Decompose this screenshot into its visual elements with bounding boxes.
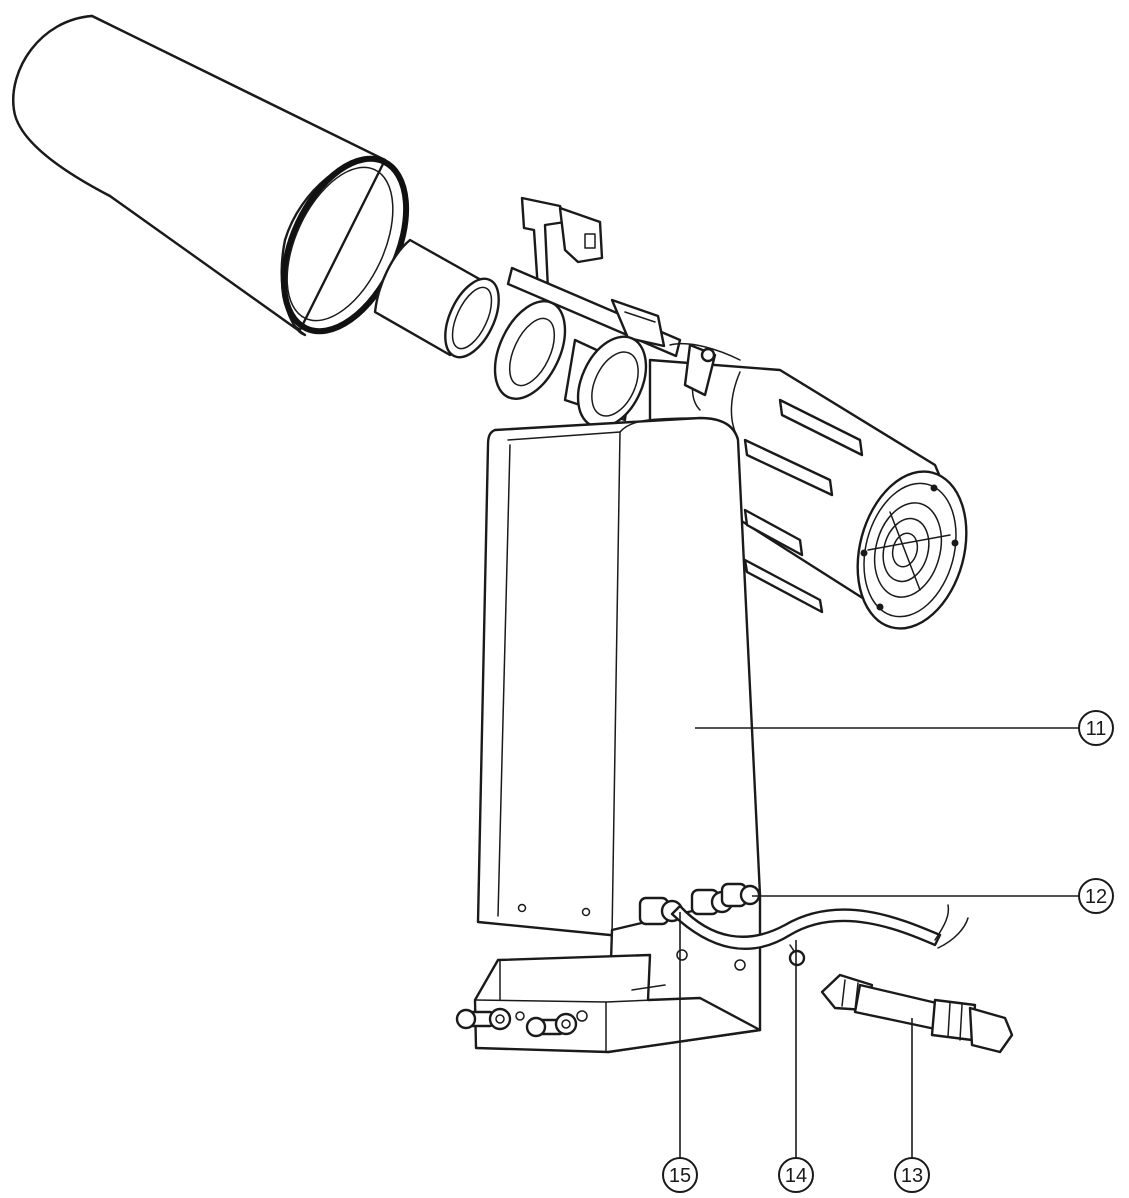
inner-barrel [373, 238, 500, 359]
sun-shield-tube [12, 14, 410, 337]
callout-label-13: 13 [901, 1165, 923, 1187]
seal-ring [493, 299, 567, 401]
callout-label-14: 14 [785, 1165, 807, 1187]
pedestal-housing [476, 416, 762, 938]
leader-lines [679, 727, 1079, 1158]
mounting-screws [455, 1007, 578, 1038]
callout-label-12: 12 [1085, 886, 1107, 908]
lens-flange [563, 335, 648, 429]
callout-13: 13 [894, 1157, 930, 1193]
power-cable [670, 904, 969, 967]
callout-label-15: 15 [669, 1165, 691, 1187]
mount-bracket [506, 196, 682, 358]
callout-label-11: 11 [1086, 718, 1107, 740]
callout-12: 12 [1078, 878, 1114, 914]
callout-15: 15 [662, 1157, 698, 1193]
cable-glands [638, 882, 761, 926]
callout-14: 14 [778, 1157, 814, 1193]
callout-11: 11 [1078, 710, 1114, 746]
waterproof-connector [820, 973, 1014, 1054]
front-fan-face [856, 470, 968, 630]
